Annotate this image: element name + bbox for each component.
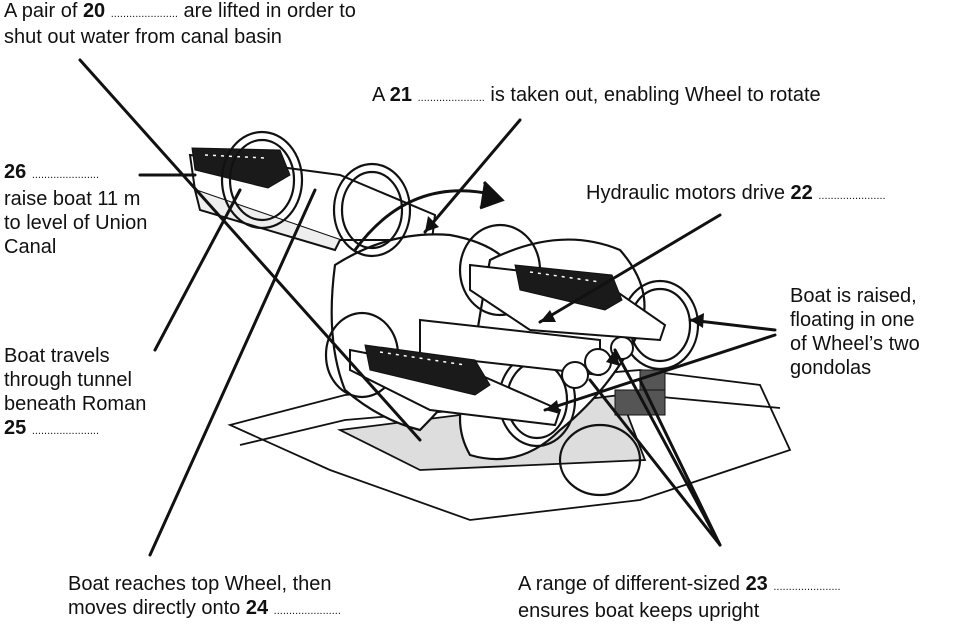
machinery-detail <box>614 369 666 416</box>
rotation-arrow <box>353 180 505 251</box>
label-q23: A range of different-sized 23 ..........… <box>518 573 841 622</box>
gondola-right <box>469 263 667 342</box>
label-q22: Hydraulic motors drive 22 ..............… <box>586 182 886 204</box>
label-q20: A pair of 20 ...................... are … <box>4 0 356 48</box>
label-q21: A 21 ...................... is taken out… <box>372 84 821 106</box>
leader-lines <box>78 58 777 557</box>
label-q26: 26 ...................... raise boat 11 … <box>4 161 148 258</box>
label-boat-raised: Boat is raised, floating in one of Wheel… <box>790 285 920 379</box>
boat-top <box>191 147 291 189</box>
label-q24: Boat reaches top Wheel, then moves direc… <box>68 573 341 619</box>
arrow-heads <box>425 216 704 414</box>
gondola-left <box>349 344 562 427</box>
label-q25: Boat travels through tunnel beneath Roma… <box>4 345 147 439</box>
